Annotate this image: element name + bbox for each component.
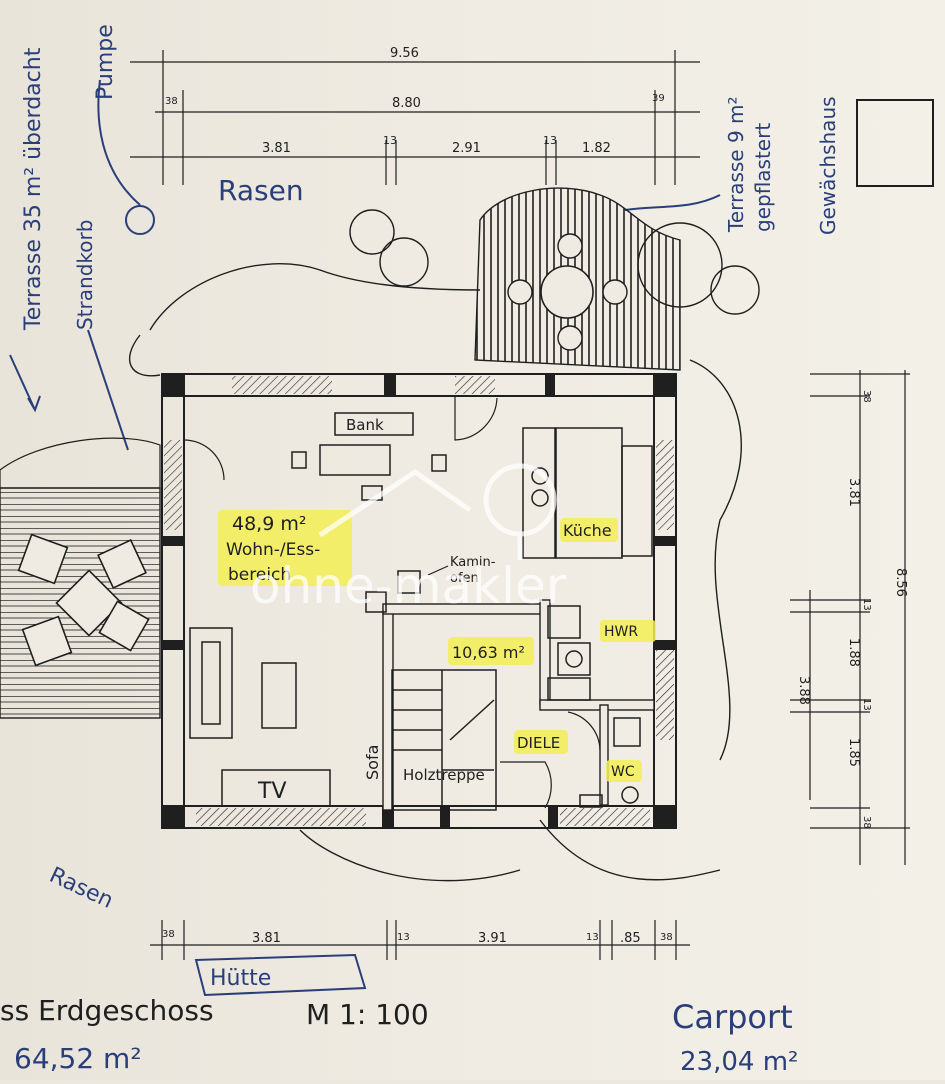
pump-annotation: Pumpe <box>93 24 155 235</box>
terrace-covered-label: Terrasse 35 m² überdacht <box>21 47 46 331</box>
dim-bottom-seg-5: .85 <box>620 931 641 946</box>
dim-bottom-wall-left: 38 <box>162 929 175 940</box>
dim-right-inner: 3.88 <box>796 676 811 705</box>
hwr-label: HWR <box>604 624 638 640</box>
dim-seg-4: 13 <box>543 134 557 147</box>
living-area: 48,9 m² <box>232 513 306 535</box>
dim-seg-1: 3.81 <box>262 141 291 156</box>
terrace-arrow <box>9 354 41 413</box>
dim-total-width: 9.56 <box>390 46 419 61</box>
dim-bottom-seg-3: 3.91 <box>478 931 507 946</box>
dim-right-bottom-wall: 38 <box>861 816 872 829</box>
dim-inner-width: 8.80 <box>392 96 421 111</box>
wc-highlight <box>606 760 642 782</box>
watermark-text: ohne-makler <box>250 557 567 615</box>
dim-right-seg-1: 3.81 <box>846 478 861 507</box>
bench-box <box>334 412 414 436</box>
bench-label: Bank <box>346 416 384 434</box>
dim-seg-3: 2.91 <box>452 141 481 156</box>
pump-label: Pumpe <box>93 24 118 100</box>
sofa-label: Sofa <box>363 745 382 780</box>
hut-outline <box>194 953 367 997</box>
hwr-area: 10,63 m² <box>452 643 525 662</box>
dim-bottom-wall-right: 38 <box>660 932 673 943</box>
kitchen-label: Küche <box>563 521 612 540</box>
living-highlight <box>218 510 352 586</box>
floor-area: 64,52 m² <box>14 1042 142 1075</box>
beach-chair-label: Strandkorb <box>73 220 97 330</box>
carport-label: Carport <box>672 998 793 1036</box>
dim-right-seg-3: 1.88 <box>846 638 861 667</box>
house-walls <box>161 373 677 829</box>
dim-bottom-seg-4: 13 <box>586 932 599 943</box>
hut-label: Hütte <box>210 966 271 991</box>
hall-highlight <box>514 730 568 754</box>
top-dimensions <box>130 50 700 185</box>
dim-right-seg-5: 1.85 <box>846 738 861 767</box>
carport-area: 23,04 m² <box>680 1047 798 1077</box>
hwr-area-highlight <box>448 637 534 665</box>
greenhouse-label: Gewächshaus <box>816 96 840 235</box>
furniture <box>189 412 653 811</box>
living-label-2: bereich <box>228 565 291 585</box>
terrace-paved-label-1: Terrasse 9 m² <box>724 96 748 233</box>
dim-right-seg-2: 13 <box>861 598 872 611</box>
stove-arrow <box>427 565 449 576</box>
hall-label: DIELE <box>517 734 560 752</box>
dim-bottom-seg-2: 13 <box>397 932 410 943</box>
terrace-paved-arrow <box>624 194 721 211</box>
stairs-label: Holztreppe <box>403 766 485 784</box>
covered-terrace <box>0 437 161 719</box>
kitchen-highlight <box>560 518 618 542</box>
right-dimensions <box>790 370 910 865</box>
dim-right-seg-4: 13 <box>861 698 872 711</box>
bottom-dimensions <box>150 920 690 960</box>
beach-chair-arrow <box>87 329 129 451</box>
floor-name: ss Erdgeschoss <box>0 994 214 1027</box>
dim-wall-right: 39 <box>652 93 665 104</box>
hwr-highlight <box>600 620 656 642</box>
watermark: ohne-makler <box>250 463 567 615</box>
lawn-label: Rasen <box>218 174 304 207</box>
dim-right-top-wall: 38 <box>861 390 872 403</box>
dim-bottom-seg-1: 3.81 <box>252 931 281 946</box>
dim-wall-left: 38 <box>165 96 178 107</box>
dim-seg-5: 1.82 <box>582 141 611 156</box>
lawn-bottom-label: Rasen <box>45 863 117 914</box>
stove-label-1: Kamin- <box>450 555 496 570</box>
stove-label-2: ofen <box>450 571 479 586</box>
greenhouse-box <box>856 99 934 187</box>
tv-label: TV <box>257 779 287 804</box>
wc-label: WC <box>611 764 635 780</box>
dim-seg-2: 13 <box>383 134 397 147</box>
dim-right-total: 8.56 <box>893 568 908 597</box>
scale-label: M 1: 100 <box>306 998 429 1031</box>
paved-terrace <box>474 187 681 371</box>
terrace-paved-label-2: gepflastert <box>751 123 775 232</box>
living-label-1: Wohn-/Ess- <box>226 540 320 560</box>
